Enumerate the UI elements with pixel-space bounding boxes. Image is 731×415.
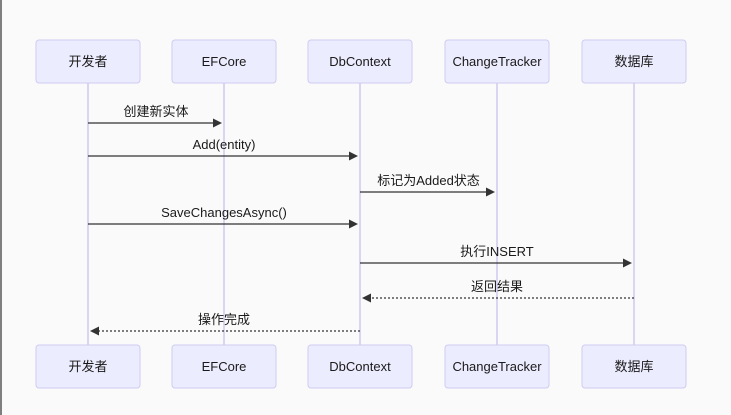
actor-label-efcore-top: EFCore	[202, 54, 247, 69]
message-6-arrowhead	[90, 326, 99, 336]
message-5-arrowhead	[362, 293, 371, 303]
message-1-label: Add(entity)	[193, 137, 256, 152]
actor-box-dbcontext-bottom	[307, 344, 413, 389]
actor-box-developer-bottom	[35, 344, 141, 389]
message-6-label: 操作完成	[198, 312, 250, 327]
message-1-arrowhead	[349, 151, 358, 161]
actor-box-database-bottom	[581, 344, 687, 389]
actor-label-database-top: 数据库	[614, 54, 653, 69]
message-3-label: SaveChangesAsync()	[161, 205, 287, 220]
actor-label-dbcontext-bottom: DbContext	[329, 359, 391, 374]
actor-label-database-bottom: 数据库	[614, 359, 653, 374]
message-3-arrowhead	[349, 219, 358, 229]
message-2-arrowhead	[486, 187, 495, 197]
actor-label-changetracker-bottom: ChangeTracker	[452, 359, 542, 374]
actor-label-efcore-bottom: EFCore	[202, 359, 247, 374]
message-4-label: 执行INSERT	[460, 244, 533, 259]
actor-label-changetracker-top: ChangeTracker	[452, 54, 542, 69]
message-2-label: 标记为Added状态	[377, 173, 480, 188]
actor-label-developer-bottom: 开发者	[68, 359, 107, 374]
window-edge-line	[0, 0, 2, 415]
actor-box-changetracker-bottom	[444, 344, 550, 389]
actor-box-database-top	[581, 39, 687, 84]
actor-box-changetracker-top	[444, 39, 550, 84]
message-0-arrowhead	[213, 118, 222, 128]
message-0-label: 创建新实体	[123, 104, 188, 119]
actor-box-efcore-top	[171, 39, 277, 84]
message-4-arrowhead	[623, 258, 632, 268]
actor-box-dbcontext-top	[307, 39, 413, 84]
message-5-label: 返回结果	[471, 279, 523, 294]
actor-box-developer-top	[35, 39, 141, 84]
actor-box-efcore-bottom	[171, 344, 277, 389]
actor-label-developer-top: 开发者	[68, 54, 107, 69]
actor-label-dbcontext-top: DbContext	[329, 54, 391, 69]
